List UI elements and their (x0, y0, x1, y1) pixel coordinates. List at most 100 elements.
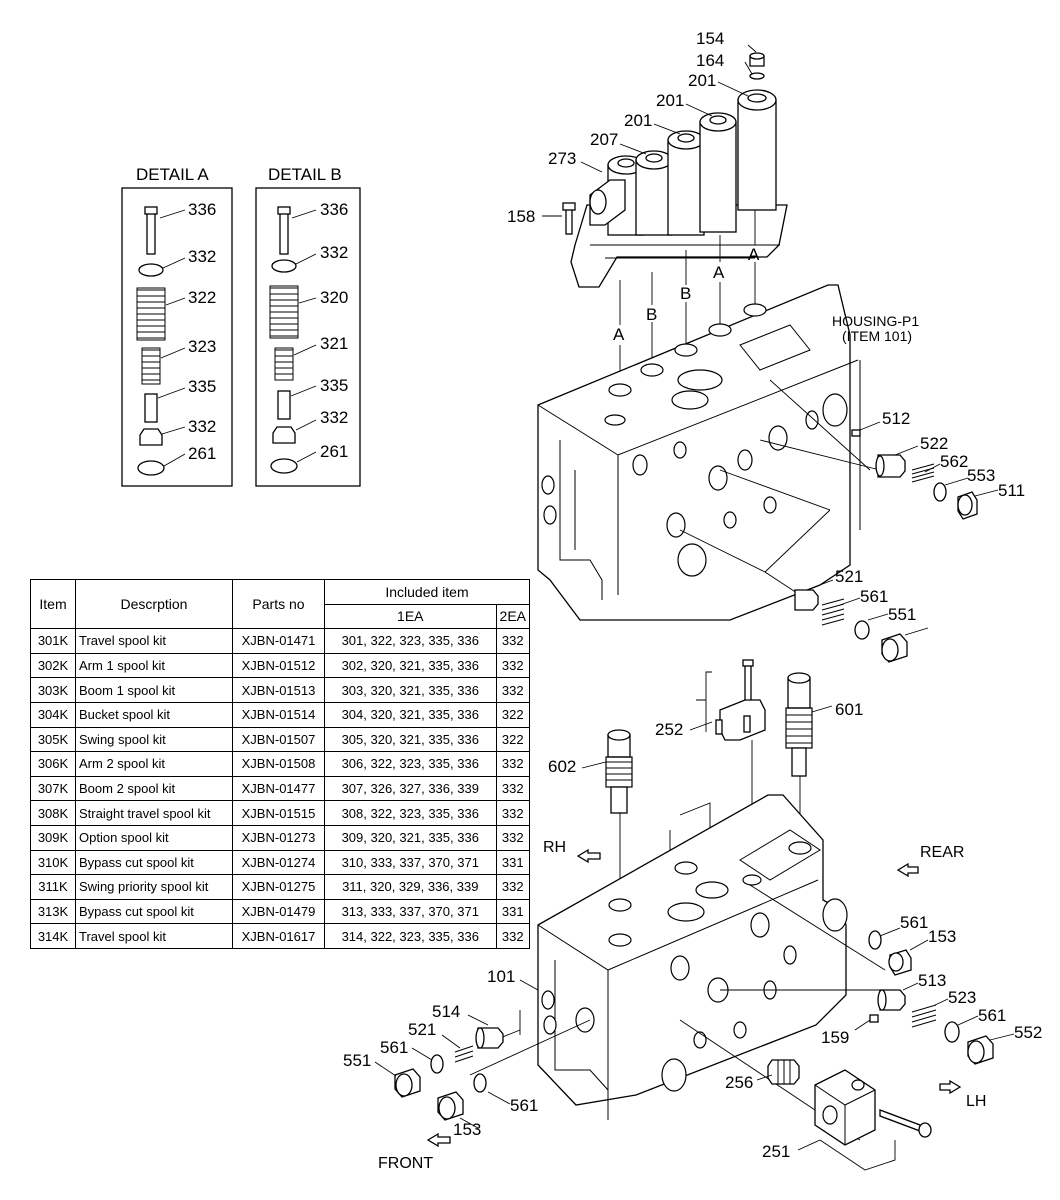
fittings-bottom-right (868, 930, 994, 1065)
spring-322-a (136, 287, 166, 341)
direction-front: FRONT (378, 1155, 433, 1172)
valve-601 (785, 672, 813, 777)
direction-markers: RH REAR LH FRONT (378, 839, 986, 1172)
pin-336-b (279, 209, 289, 255)
cell-item: 311K (30, 874, 76, 900)
bracket-252 (696, 659, 766, 741)
callout-273: 158 (507, 207, 535, 226)
cell-two-ea: 332 (495, 652, 531, 679)
fitting-leaders-top (679, 379, 881, 596)
valve-514-end (475, 1027, 485, 1049)
plug-551-bottom-face (395, 1073, 413, 1097)
cell-description: Option spool kit (75, 824, 233, 851)
valve-511 (794, 589, 819, 611)
col-1ea: 1EA (324, 603, 497, 630)
callout-a-332b: 332 (188, 417, 216, 436)
col-item: Item (30, 578, 76, 630)
callout-a-323: 323 (188, 337, 216, 356)
cell-one-ea: 302, 320, 321, 335, 336 (324, 652, 497, 679)
housing-p1-top (537, 284, 861, 621)
plug-154-top (749, 52, 765, 60)
spring-323-a (141, 347, 161, 385)
callout-b-320: 320 (320, 288, 348, 307)
cell-parts-no: XJBN-01275 (232, 874, 325, 900)
cell-description: Arm 2 spool kit (75, 751, 233, 777)
cell-item: 301K (30, 628, 76, 654)
section-letter-b2: B (680, 284, 691, 303)
callout-b-336: 336 (320, 200, 348, 219)
callout-201-b: 201 (656, 91, 684, 110)
bottom-assembly: RH REAR LH FRONT (343, 659, 1042, 1172)
callout-b-332b: 332 (320, 408, 348, 427)
valve-514 (477, 1027, 504, 1049)
cell-two-ea: 332 (495, 874, 531, 900)
cell-two-ea: 332 (495, 628, 531, 654)
callout-b-335: 335 (320, 376, 348, 395)
cell-parts-no: XJBN-01507 (232, 726, 325, 753)
callout-601: 601 (835, 700, 863, 719)
cell-one-ea: 307, 326, 327, 336, 339 (324, 775, 497, 802)
callout-a-261: 261 (188, 444, 216, 463)
housing-item-ref: (ITEM 101) (842, 328, 912, 344)
fittings-bottom-center (767, 1059, 932, 1146)
cell-one-ea: 309, 320, 321, 335, 336 (324, 824, 497, 851)
cell-parts-no: XJBN-01512 (232, 652, 325, 679)
cell-description: Boom 2 spool kit (75, 775, 233, 802)
callout-101: 101 (487, 967, 515, 986)
housing-label: HOUSING-P1 (832, 313, 919, 329)
cell-two-ea: 331 (495, 898, 531, 925)
plug-551-face (881, 638, 899, 662)
plug-553-face (957, 494, 973, 516)
plug-153-right-face (888, 952, 904, 972)
callout-256: 256 (725, 1073, 753, 1092)
cell-one-ea: 306, 322, 323, 335, 336 (324, 751, 497, 777)
arrow-rh (576, 848, 601, 864)
detail-b-callouts: 336 332 320 321 335 332 261 (290, 200, 348, 463)
cell-description: Swing priority spool kit (75, 874, 233, 900)
cell-one-ea: 310, 333, 337, 370, 371 (324, 849, 497, 876)
callout-551-bottom: 551 (343, 1051, 371, 1070)
pin-head-b (277, 206, 291, 215)
callout-154: 154 (696, 29, 724, 48)
cell-one-ea: 301, 322, 323, 335, 336 (324, 628, 497, 654)
seat-332-top-a (138, 263, 164, 277)
callout-513: 513 (918, 971, 946, 990)
callout-a-332: 332 (188, 247, 216, 266)
callout-b-261: 261 (320, 442, 348, 461)
spring-522 (911, 463, 935, 483)
callout-552: 552 (1014, 1023, 1042, 1042)
callout-553: 511 (998, 481, 1025, 500)
callout-602: 602 (548, 757, 576, 776)
callout-207: 273 (548, 149, 576, 168)
cover-201-207 (562, 52, 788, 288)
callout-201-c: 201 (624, 111, 652, 130)
plug-153-left-face (438, 1096, 456, 1120)
arrow-rear (896, 862, 919, 878)
pin-head-a (144, 206, 158, 215)
cell-two-ea: 332 (495, 677, 531, 703)
col-parts-no: Parts no (232, 578, 325, 630)
cap-4 (699, 112, 737, 233)
fittings-right-lower (794, 589, 908, 663)
cell-one-ea: 308, 322, 323, 335, 336 (324, 800, 497, 826)
callout-164: 164 (696, 51, 724, 70)
seat-332-bottom-a (139, 428, 163, 446)
callout-251: 251 (762, 1142, 790, 1161)
cell-one-ea: 314, 322, 323, 335, 336 (324, 923, 497, 949)
plug-552-face (967, 1040, 985, 1064)
o-ring-562 (933, 482, 947, 502)
cell-one-ea: 303, 320, 321, 335, 336 (324, 677, 497, 703)
cap-2 (635, 150, 673, 236)
detail-a-callouts: 336 332 322 323 335 332 261 (157, 200, 216, 467)
arrow-front (426, 1132, 451, 1148)
cell-two-ea: 322 (495, 726, 531, 753)
col-description: Descrption (75, 578, 233, 630)
section-lines-top: A B B A A (613, 210, 760, 390)
